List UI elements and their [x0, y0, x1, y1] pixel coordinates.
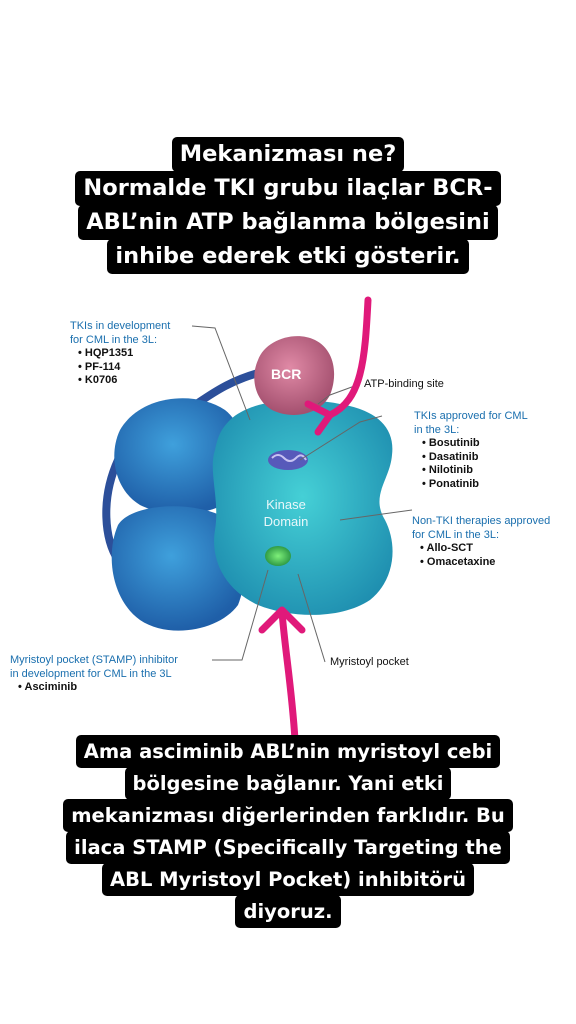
top-caption-line: Normalde TKI grubu ilaçlar BCR- — [75, 171, 501, 206]
non-tki-therapies-label: Non-TKI therapies approved for CML in th… — [412, 515, 550, 569]
bottom-caption-line: mekanizması diğerlerinden farklıdır. Bu — [63, 799, 513, 832]
myristoyl-ligand — [265, 546, 291, 566]
arrow-to-atp-site — [326, 296, 372, 419]
drug-item: Ponatinib — [414, 478, 528, 492]
arrow-to-myristoyl-pocket — [278, 608, 299, 744]
top-caption-line: inhibe ederek etki gösterir. — [107, 239, 469, 274]
tkis-approved-label: TKIs approved for CML in the 3L: Bosutin… — [414, 410, 528, 491]
sh2-lobe — [111, 506, 245, 631]
tkis-in-development-label: TKIs in development for CML in the 3L: H… — [70, 320, 170, 388]
myristoyl-pocket-label: Myristoyl pocket — [330, 656, 409, 668]
atp-binding-site-label: ATP-binding site — [364, 378, 444, 390]
drug-item: Dasatinib — [414, 451, 528, 465]
drug-item: K0706 — [70, 374, 170, 388]
bottom-caption-line: bölgesine bağlanır. Yani etki — [124, 767, 452, 800]
drug-item: HQP1351 — [70, 347, 170, 361]
sh3-lobe — [114, 398, 245, 514]
bottom-caption-line: Ama asciminib ABL’nin myristoyl cebi — [75, 735, 501, 768]
bottom-caption: Ama asciminib ABL’nin myristoyl cebi böl… — [0, 735, 576, 928]
bottom-caption-line: ilaca STAMP (Specifically Targeting the — [66, 831, 510, 864]
top-caption: Mekanizması ne? Normalde TKI grubu ilaçl… — [0, 137, 576, 274]
top-caption-line: Mekanizması ne? — [171, 137, 405, 172]
drug-item: PF-114 — [70, 361, 170, 375]
bcr-shape — [254, 336, 335, 415]
therapy-item: Allo-SCT — [412, 542, 550, 556]
drug-item: Bosutinib — [414, 437, 528, 451]
stamp-inhibitor-label: Myristoyl pocket (STAMP) inhibitor in de… — [10, 654, 178, 695]
top-caption-line: ABL’nin ATP bağlanma bölgesini — [78, 205, 498, 240]
bcr-label: BCR — [271, 366, 302, 382]
kinase-domain-label: Kinase Domain — [263, 497, 309, 529]
therapy-item: Omacetaxine — [412, 556, 550, 570]
kinase-domain-shape — [212, 400, 393, 615]
bottom-caption-line: ABL Myristoyl Pocket) inhibitörü — [101, 863, 475, 896]
drug-item: Asciminib — [10, 681, 178, 695]
bottom-caption-line: diyoruz. — [235, 895, 341, 928]
drug-item: Nilotinib — [414, 464, 528, 478]
